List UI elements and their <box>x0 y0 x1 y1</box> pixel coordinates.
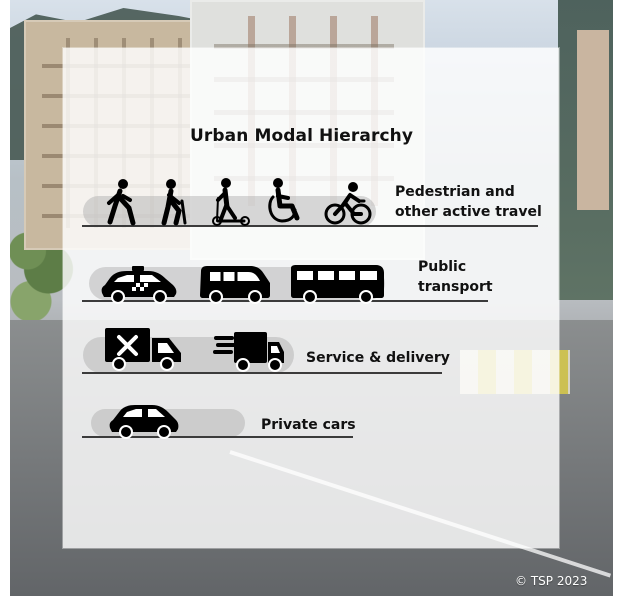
active-travel-label-line-2: other active travel <box>395 204 542 220</box>
private-cars-tier-line <box>82 436 353 438</box>
service-delivery-tier-line <box>82 372 442 374</box>
public-transport-label-line-1: Public <box>418 259 467 275</box>
service-truck-icon <box>105 328 181 371</box>
wheelchair-user-icon <box>268 178 300 223</box>
public-transport-tier-line <box>82 300 488 302</box>
elderly-person-with-cane-icon <box>161 179 187 226</box>
active-travel-label: Pedestrian and other active travel <box>395 182 545 222</box>
private-cars-label-line-1: Private cars <box>261 417 356 433</box>
taxi-icon <box>101 266 177 304</box>
service-delivery-label: Service & delivery <box>306 348 456 368</box>
private-car-icon <box>109 405 179 439</box>
public-transport-label-line-2: transport <box>418 279 493 295</box>
active-travel-tier-line <box>82 225 538 227</box>
bus-icon <box>291 265 384 304</box>
active-travel-label-line-1: Pedestrian and <box>395 184 515 200</box>
public-transport-label: Public transport <box>418 257 498 297</box>
private-cars-label: Private cars <box>261 415 371 435</box>
copyright-watermark: © TSP 2023 <box>515 574 588 588</box>
scooter-rider-icon <box>212 178 250 226</box>
infographic-title: Urban Modal Hierarchy <box>190 126 414 146</box>
delivery-truck-icon <box>213 332 284 372</box>
walking-person-icon <box>107 179 136 226</box>
minibus-icon <box>200 266 270 304</box>
background-building-right <box>577 30 609 210</box>
service-delivery-label-line-1: Service & delivery <box>306 350 450 366</box>
cyclist-icon <box>324 182 372 225</box>
